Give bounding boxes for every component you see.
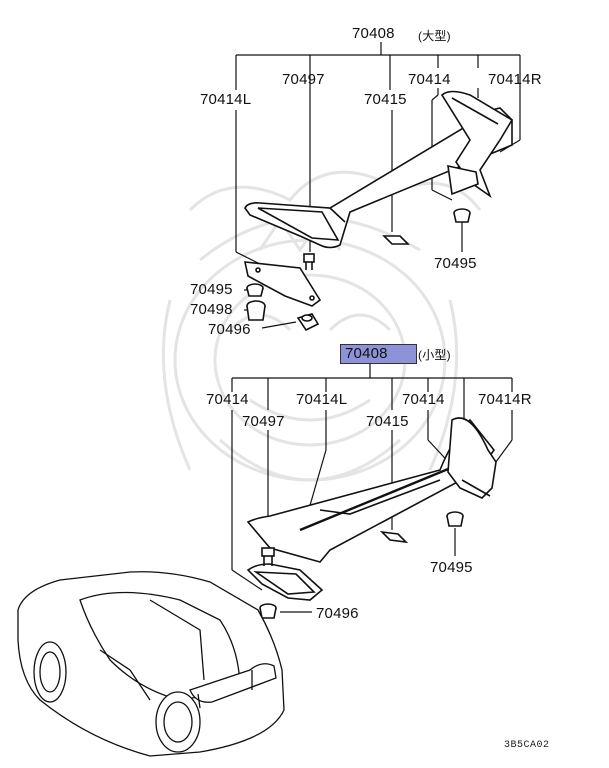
upper-callout-70496: 70496 <box>208 321 251 338</box>
upper-variant-label: (大型) <box>418 29 451 43</box>
lower-callout-70496: 70496 <box>316 605 359 622</box>
upper-spoiler <box>243 90 514 332</box>
lower-variant-label: (小型) <box>418 348 451 362</box>
lower-spoiler <box>246 417 497 619</box>
lower-callout-70414-left: 70414 <box>206 391 249 408</box>
upper-callout-70498: 70498 <box>190 301 233 318</box>
upper-callout-70495-right: 70495 <box>434 255 477 272</box>
lower-callout-70495: 70495 <box>430 559 473 576</box>
lower-callout-70414R: 70414R <box>478 391 532 408</box>
drawing-code: 3B5CA02 <box>504 740 550 751</box>
upper-callout-70414R: 70414R <box>488 71 542 88</box>
lower-callout-70414L: 70414L <box>296 391 348 408</box>
lower-main-part-number-highlighted[interactable]: 70408 <box>340 344 417 364</box>
upper-callout-70497: 70497 <box>282 71 325 88</box>
upper-callout-70415: 70415 <box>364 91 407 108</box>
lower-callout-70497: 70497 <box>242 413 285 430</box>
upper-callout-70495-left: 70495 <box>190 281 233 298</box>
lower-callout-70415: 70415 <box>366 413 409 430</box>
upper-main-part-number: 70408 <box>352 25 395 42</box>
upper-callout-70414: 70414 <box>408 71 451 88</box>
car-illustration <box>17 571 285 757</box>
upper-callout-70414L: 70414L <box>200 91 252 108</box>
lower-callout-70414-right: 70414 <box>402 391 445 408</box>
